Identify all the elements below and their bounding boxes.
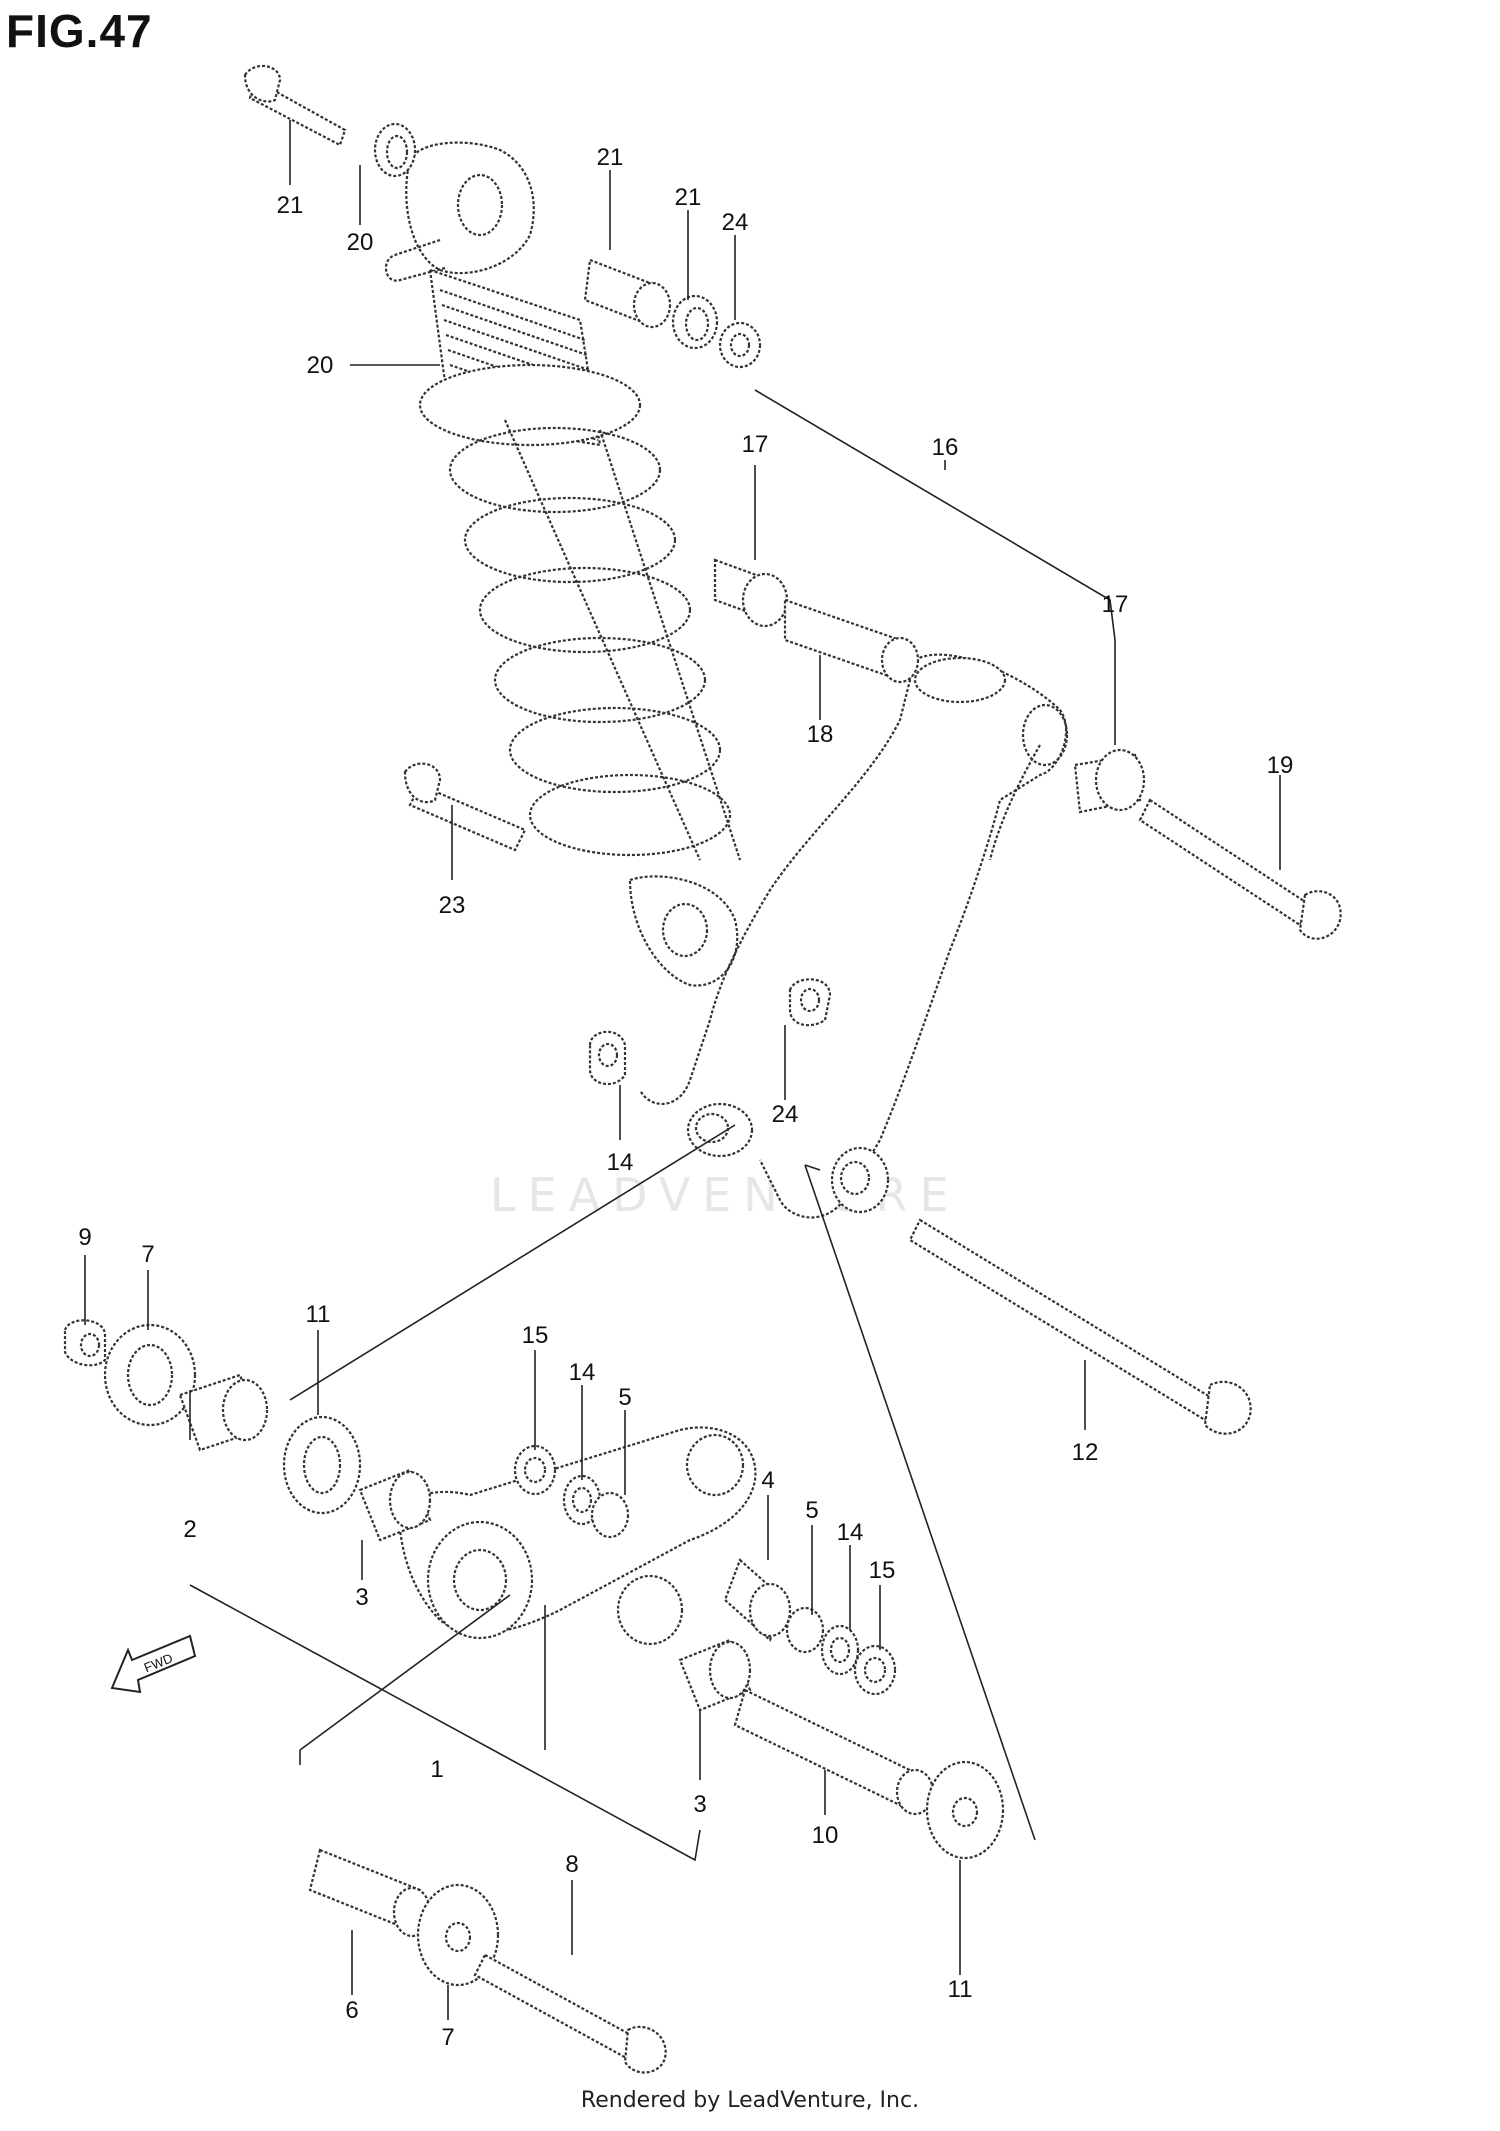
washer-11b[interactable]: [925, 1760, 1005, 1860]
bracket-11: [289, 1124, 1036, 1841]
spacer-18[interactable]: [783, 598, 920, 684]
callout-21: 20: [347, 229, 374, 256]
washer-14a[interactable]: [562, 1474, 602, 1526]
callout-7: 7: [441, 2024, 454, 2051]
washer-5b[interactable]: [785, 1606, 825, 1654]
callout-15: 15: [522, 1322, 549, 1349]
shock-absorber[interactable]: [384, 141, 742, 987]
bracket-1: [189, 1584, 701, 1862]
callout-21: 21: [675, 184, 702, 211]
washer-5a[interactable]: [590, 1491, 630, 1539]
bushing-17b[interactable]: [1073, 748, 1146, 814]
callout-3: 3: [355, 1584, 368, 1611]
callout-9: 9: [78, 1224, 91, 1251]
callout-17: 17: [742, 431, 769, 458]
spacer-10[interactable]: [733, 1688, 935, 1816]
callout-20: 20: [307, 352, 334, 379]
bushing-2[interactable]: [178, 1373, 269, 1452]
callout-2: 2: [183, 1516, 196, 1543]
callout-14: 14: [837, 1519, 864, 1546]
bolt-12[interactable]: [908, 1218, 1252, 1435]
bushing-3a[interactable]: [358, 1468, 432, 1542]
callout-16: 16: [932, 434, 959, 461]
figure-title: FIG.47: [6, 5, 153, 57]
cushion-rod[interactable]: [397, 1426, 757, 1646]
bolt-19[interactable]: [1138, 798, 1342, 940]
callout-23: 23: [439, 892, 466, 919]
callout-4: 4: [761, 1467, 774, 1494]
nut-13[interactable]: [588, 1030, 627, 1086]
callout-7: 7: [141, 1241, 154, 1268]
leader-lines: [84, 120, 1281, 2020]
bushing-15a[interactable]: [513, 1444, 557, 1496]
bolt-8[interactable]: [473, 1953, 667, 2074]
washer-7b[interactable]: [416, 1883, 500, 1987]
callout-24: 24: [722, 209, 749, 236]
callout-3: 3: [693, 1791, 706, 1818]
callout-12: 12: [1072, 1439, 1099, 1466]
spacer-6[interactable]: [308, 1848, 432, 1938]
callout-5: 5: [805, 1497, 818, 1524]
callout-8: 8: [565, 1851, 578, 1878]
bolt-22[interactable]: [243, 64, 347, 147]
callout-21: 21: [597, 144, 624, 171]
bushing-17a[interactable]: [713, 558, 789, 628]
bushing-15b[interactable]: [853, 1644, 897, 1696]
washer-21c[interactable]: [671, 294, 719, 350]
callout-19: 19: [1267, 752, 1294, 779]
callout-14: 14: [569, 1359, 596, 1386]
bushing-4[interactable]: [723, 1558, 792, 1642]
callout-1: 1: [430, 1756, 443, 1783]
nut-24b[interactable]: [788, 978, 832, 1027]
callout-22: 21: [277, 192, 304, 219]
bracket-16: [754, 389, 1116, 641]
washer-21a[interactable]: [373, 122, 417, 178]
callout-labels: 21 20 21 21 24 17 16 17 18 19 20 23 14 2…: [78, 144, 1293, 2051]
callout-15: 15: [869, 1557, 896, 1584]
callout-6: 6: [345, 1997, 358, 2024]
bolt-23[interactable]: [403, 762, 527, 852]
footer-credit: Rendered by LeadVenture, Inc.: [580, 2088, 920, 2113]
callout-11: 11: [306, 1301, 331, 1328]
callout-10: 10: [812, 1822, 839, 1849]
callout-18: 18: [807, 721, 834, 748]
washer-7a[interactable]: [103, 1323, 197, 1427]
callout-24: 24: [772, 1101, 799, 1128]
callout-13: 14: [607, 1149, 634, 1176]
callout-11: 11: [948, 1976, 973, 2003]
bushing-3b[interactable]: [678, 1638, 752, 1712]
nut-24a[interactable]: [718, 321, 762, 369]
bushing-21b[interactable]: [583, 258, 672, 329]
fwd-arrow-icon: FWD: [110, 1634, 197, 1694]
washer-14b[interactable]: [820, 1624, 860, 1676]
nut-9[interactable]: [63, 1319, 107, 1367]
washer-11a[interactable]: [282, 1415, 362, 1515]
callout-5: 5: [618, 1384, 631, 1411]
cushion-lever[interactable]: [639, 653, 1069, 1219]
callout-17: 17: [1102, 591, 1129, 618]
